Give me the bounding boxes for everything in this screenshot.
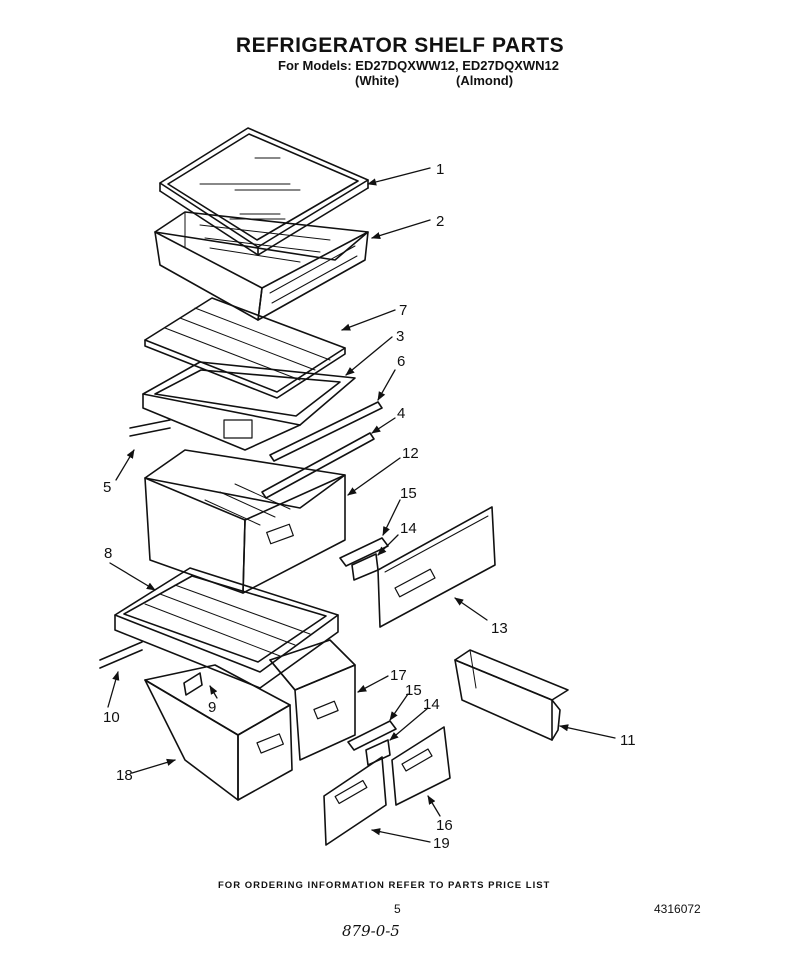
- part-14-bracket-lower: [365, 739, 391, 766]
- callout-19: 19: [433, 835, 450, 852]
- part-18-lower-bin-left: [144, 664, 293, 801]
- callout-7: 7: [399, 302, 407, 319]
- callout-13: 13: [491, 620, 508, 637]
- finish-almond-label: (Almond): [456, 73, 514, 88]
- callout-11: 11: [620, 732, 636, 749]
- callout-numbers: 1 2 7 3 6 4 5 12 15 14 13 8 17 15 14 11 …: [103, 161, 636, 852]
- model-numbers: For Models: ED27DQXWW12, ED27DQXWN12: [278, 58, 559, 73]
- part-13-front-panel: [377, 506, 496, 628]
- part-4-rod: [261, 432, 375, 499]
- part-3-crisper-cover-frame: [129, 361, 356, 451]
- callout-10: 10: [103, 709, 120, 726]
- part-11-door-bin: [454, 649, 569, 741]
- callout-9: 9: [208, 699, 216, 716]
- document-number: 4316072: [654, 902, 701, 916]
- callout-3: 3: [396, 328, 404, 345]
- part-15-handle-lower: [347, 720, 397, 751]
- callout-16: 16: [436, 817, 453, 834]
- callout-14-lower: 14: [423, 696, 440, 713]
- callout-15-lower: 15: [405, 682, 422, 699]
- part-19-front-panel: [323, 756, 387, 846]
- part-7-shelf-panel: [144, 297, 346, 399]
- part-9-bracket: [183, 672, 203, 696]
- callout-1: 1: [436, 161, 444, 178]
- handwritten-note: 879-0-5: [342, 922, 400, 940]
- part-17-lower-bin-right: [269, 639, 356, 761]
- part-6-rod: [269, 401, 383, 462]
- part-16-front-panel: [391, 726, 451, 806]
- callout-17: 17: [390, 667, 407, 684]
- part-12-crisper-pan: [144, 449, 346, 594]
- finish-white-label: (White): [355, 73, 400, 88]
- page-title: REFRIGERATOR SHELF PARTS: [235, 34, 565, 57]
- callout-leaders: [107, 167, 616, 843]
- callout-6: 6: [397, 353, 405, 370]
- part-14-bracket-upper: [351, 553, 379, 581]
- page-number: 5: [394, 902, 401, 916]
- ordering-note: FOR ORDERING INFORMATION REFER TO PARTS …: [218, 880, 551, 891]
- callout-12: 12: [402, 445, 419, 462]
- callout-14-upper: 14: [400, 520, 417, 537]
- callout-8: 8: [104, 545, 112, 562]
- callout-5: 5: [103, 479, 111, 496]
- part-15-handle-upper: [339, 537, 389, 567]
- part-2-deli-drawer: [154, 211, 369, 321]
- callout-18: 18: [116, 767, 133, 784]
- callout-2: 2: [436, 213, 444, 230]
- callout-15-upper: 15: [400, 485, 417, 502]
- part-8-lower-shelf: [99, 567, 339, 689]
- part-1-glass-shelf: [159, 127, 369, 256]
- callout-4: 4: [397, 405, 405, 422]
